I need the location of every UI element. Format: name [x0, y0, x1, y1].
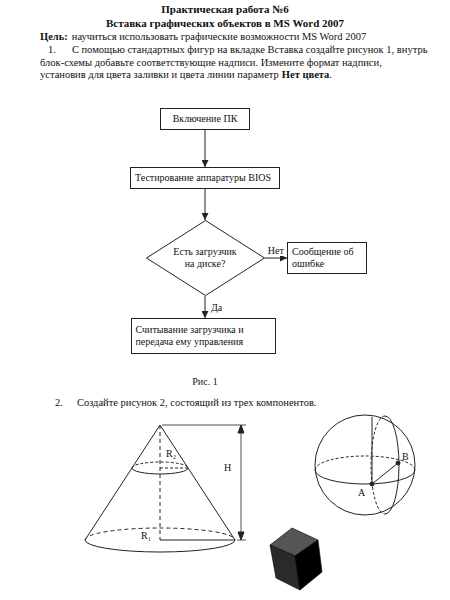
cone-side — [160, 425, 235, 540]
equator-front — [315, 470, 415, 484]
extension-line — [162, 425, 246, 426]
radius-line — [160, 540, 235, 541]
dimension-arrow — [238, 532, 244, 540]
node-text: Сообщение об ошибке — [292, 246, 362, 270]
dimension-line — [241, 430, 242, 535]
radius-label-text: R₁ — [141, 530, 151, 541]
chord-line — [372, 463, 398, 484]
process-box: Тестирование аппаратуры BIOS — [130, 167, 280, 189]
cube-right — [295, 540, 322, 590]
flow-connector — [205, 130, 206, 167]
decision-diamond: Есть загрузчик на диске? — [146, 220, 265, 296]
point-label: B — [402, 451, 409, 463]
page-subtitle: Вставка графических объектов в MS Word 2… — [0, 17, 450, 30]
flow-connector — [265, 258, 288, 259]
task-line-text: 2. — [55, 397, 63, 408]
page-title: Практическая работа №6 — [0, 3, 450, 16]
goal-line: Цель: научиться использовать графические … — [40, 31, 435, 43]
task-paragraph-text: Нет цвета — [282, 69, 330, 80]
point-label-text: B — [402, 451, 409, 462]
cube-left — [270, 545, 300, 590]
height-label-text: H — [224, 462, 231, 473]
node-text: Тестирование аппаратуры BIOS — [135, 172, 275, 184]
radius-label-text: R₂ — [166, 448, 176, 459]
diamond-shape — [146, 221, 264, 296]
sphere — [315, 415, 415, 515]
task-paragraph-text: . — [329, 69, 332, 80]
equator-back — [315, 456, 415, 470]
task-paragraph: 1.С помощью стандартных фигур на вкладке… — [40, 44, 430, 82]
point-label-text: A — [358, 487, 365, 498]
meridian-front — [385, 416, 399, 514]
node-text: Есть загрузчик на диске? — [170, 246, 240, 270]
page-subtitle-text: Вставка графических объектов в MS Word 2… — [106, 17, 344, 29]
cone-base-front — [85, 540, 235, 552]
edge-label: Да — [210, 302, 223, 313]
figure-caption: Рис. 1 — [155, 376, 255, 388]
flow-connector — [205, 296, 206, 318]
cone — [85, 425, 246, 552]
cone-side — [85, 425, 160, 540]
point-label: A — [358, 487, 365, 499]
process-box: Считывание загрузчика и передача ему упр… — [131, 318, 276, 354]
task-line: 2. Создайте рисунок 2, состоящий из трех … — [55, 397, 435, 409]
radius-line — [160, 468, 188, 469]
sphere-outline — [315, 415, 415, 515]
task-line-text: Создайте рисунок 2, состоящий из трех ко… — [77, 397, 317, 408]
goal-line-text: Цель: — [40, 31, 68, 42]
point-dot — [370, 482, 374, 486]
radius-label: R₂ — [166, 448, 176, 460]
axis-line — [372, 417, 373, 484]
task-paragraph-text: 1. — [48, 44, 56, 55]
flow-connector — [205, 189, 206, 220]
cube — [270, 528, 322, 590]
dimension-arrow — [238, 425, 244, 433]
cone-axis — [160, 425, 161, 540]
node-text: Считывание загрузчика и передача ему упр… — [136, 324, 271, 348]
radius-label: R₁ — [141, 530, 151, 542]
process-box: Сообщение об ошибке — [287, 242, 367, 274]
meridian-back — [371, 416, 385, 514]
height-label: H — [224, 462, 231, 474]
goal-line-text: научиться использовать графические возмо… — [72, 31, 366, 42]
node-text: Включение ПК — [165, 113, 245, 125]
process-box: Включение ПК — [160, 108, 250, 130]
task-paragraph-text: С помощью стандартных фигур на вкладке В… — [40, 44, 427, 80]
point-dot — [396, 461, 400, 465]
edge-label: Нет — [267, 245, 285, 256]
